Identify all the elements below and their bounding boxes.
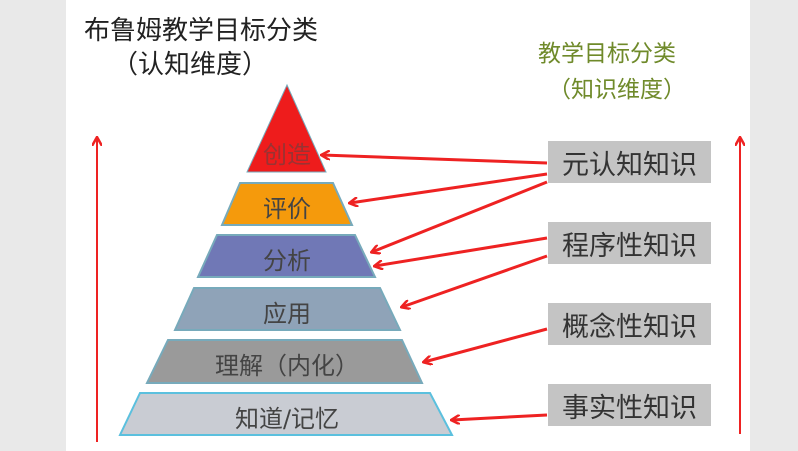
arrow-procedural-apply xyxy=(402,254,548,307)
arrow-procedural-analyze xyxy=(375,236,548,266)
label-apply: 应用 xyxy=(263,300,311,328)
label-create: 创造 xyxy=(263,141,311,169)
knowledge-box-factual: 事实性知识 xyxy=(548,384,711,426)
arrow-meta-evaluate xyxy=(350,172,548,203)
pyramid-level-evaluate xyxy=(220,182,354,226)
arrow-meta-analyze xyxy=(372,180,548,252)
label-analyze: 分析 xyxy=(263,247,311,275)
knowledge-box-metacognitive: 元认知知识 xyxy=(548,141,711,183)
label-understand: 理解（内化） xyxy=(215,352,359,380)
right-title: 教学目标分类 xyxy=(538,41,676,67)
arrow-conceptual-understand xyxy=(424,327,548,362)
pyramid-level-create xyxy=(246,83,327,173)
pyramid-level-analyze xyxy=(196,234,377,278)
left-subtitle: （认知维度） xyxy=(112,50,269,80)
pyramid-level-apply xyxy=(173,287,402,331)
knowledge-box-procedural: 程序性知识 xyxy=(548,222,711,264)
label-evaluate: 评价 xyxy=(263,195,311,223)
knowledge-box-conceptual: 概念性知识 xyxy=(548,303,711,345)
label-remember: 知道/记忆 xyxy=(234,405,340,433)
pyramid-level-remember xyxy=(118,392,454,436)
arrow-meta-create xyxy=(322,155,548,165)
pyramid-level-understand xyxy=(145,339,424,384)
arrow-factual-remember xyxy=(452,413,548,420)
left-title: 布鲁姆教学目标分类 xyxy=(84,16,319,46)
right-subtitle: （知识维度） xyxy=(548,77,686,103)
